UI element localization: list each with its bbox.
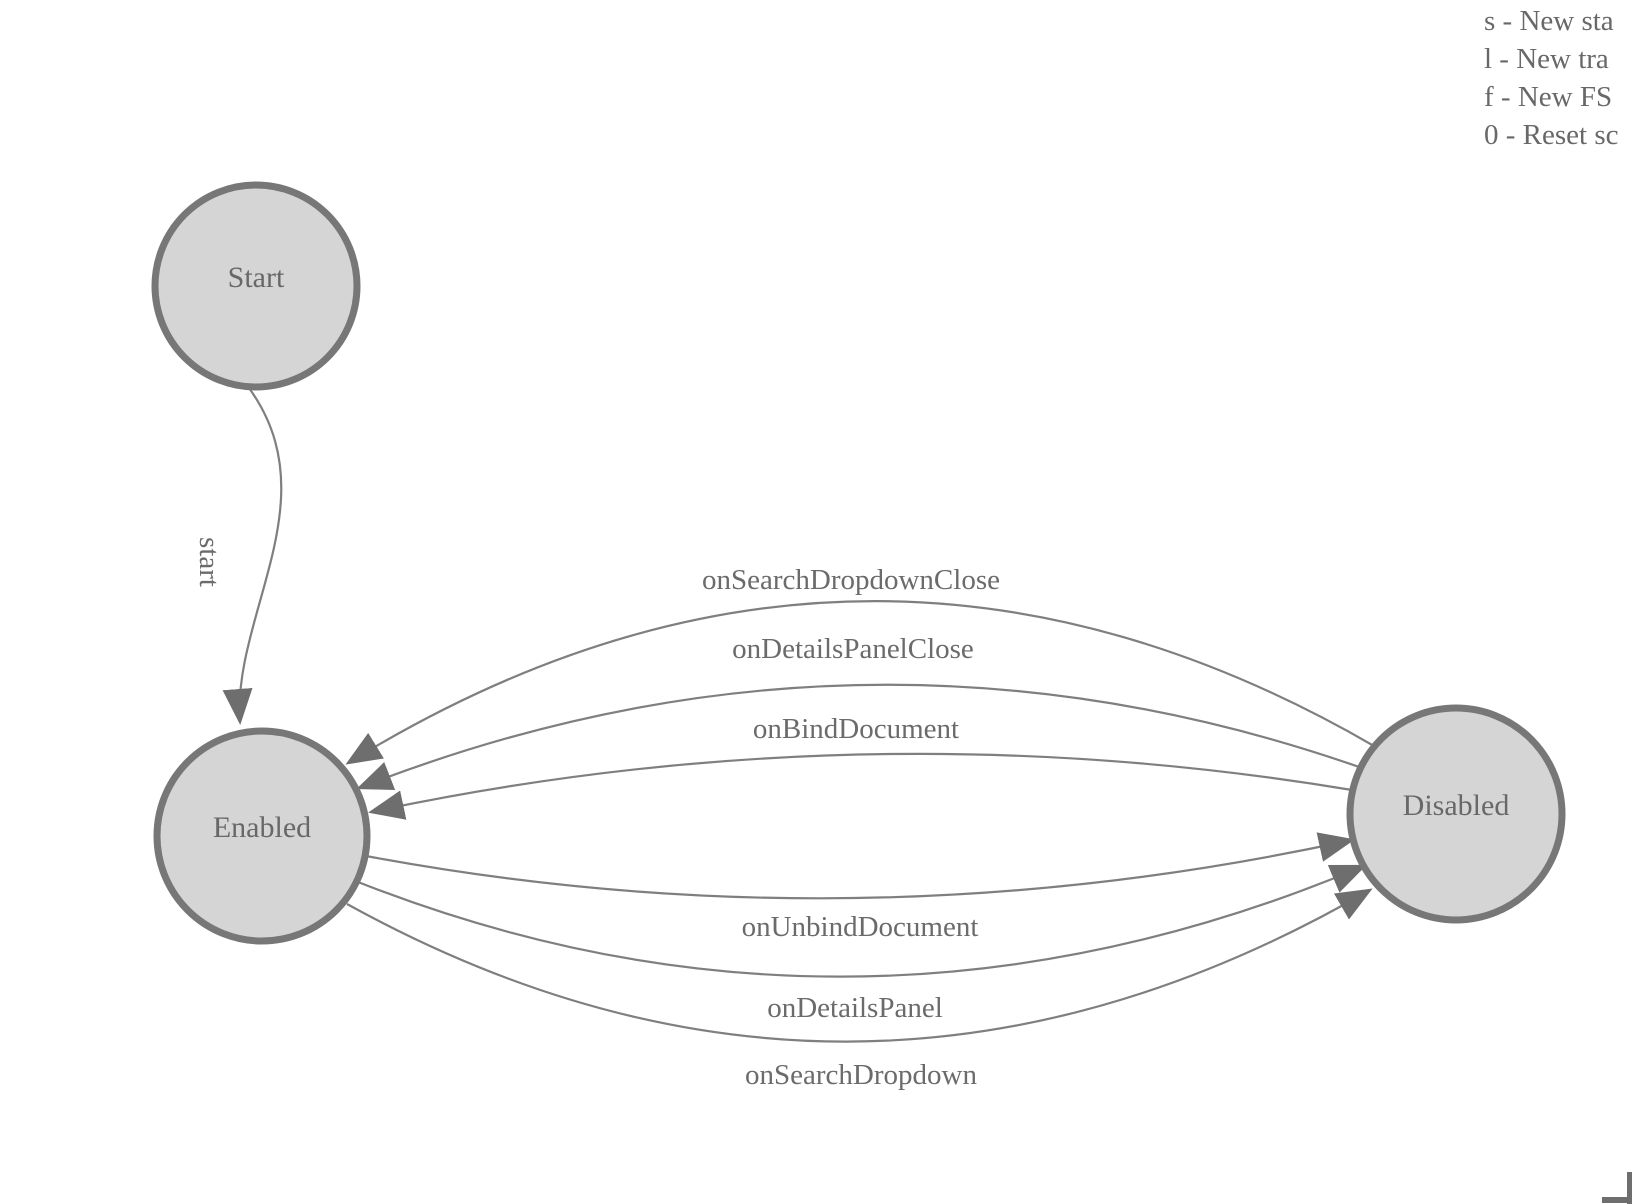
transition-edge-onUnbindDocument[interactable]: onUnbindDocument [365, 832, 1355, 943]
edge-label-onBindDocument[interactable]: onBindDocument [753, 713, 959, 745]
edge-label-start[interactable]: start [193, 537, 225, 587]
state-node-start[interactable]: Start [151, 181, 361, 391]
edge-path-onSearchDropdownClose[interactable] [345, 600, 1375, 765]
edge-path-onBindDocument[interactable] [368, 752, 1353, 820]
state-circle-disabled[interactable] [1346, 704, 1566, 924]
transition-edge-onBindDocument[interactable]: onBindDocument [368, 713, 1353, 820]
state-node-enabled[interactable]: Enabled [153, 727, 371, 945]
state-circle-enabled[interactable] [153, 727, 371, 945]
horizontal-scrollbar-thumb[interactable] [1602, 1197, 1632, 1203]
state-node-disabled[interactable]: Disabled [1346, 704, 1566, 924]
state-label-enabled: Enabled [213, 811, 311, 844]
vertical-scrollbar-thumb[interactable] [1627, 1172, 1632, 1204]
transition-edge-onDetailsPanel[interactable]: onDetailsPanel [357, 864, 1367, 1024]
edge-label-onDetailsPanelClose[interactable]: onDetailsPanelClose [732, 633, 974, 665]
edge-label-onSearchDropdownClose[interactable]: onSearchDropdownClose [702, 564, 1000, 596]
legend-line: l - New tra [1484, 43, 1609, 75]
legend-line: s - New sta [1484, 5, 1614, 37]
edge-label-onDetailsPanel[interactable]: onDetailsPanel [767, 992, 943, 1024]
transition-edge-onSearchDropdown[interactable]: onSearchDropdown [346, 888, 1373, 1091]
transition-edge-onSearchDropdownClose[interactable]: onSearchDropdownClose [345, 564, 1375, 765]
edge-path-onUnbindDocument[interactable] [365, 832, 1355, 900]
state-circle-start[interactable] [151, 181, 361, 391]
edge-label-onSearchDropdown[interactable]: onSearchDropdown [745, 1059, 977, 1091]
transition-edge-onDetailsPanelClose[interactable]: onDetailsPanelClose [356, 633, 1363, 790]
edge-path-onSearchDropdown[interactable] [346, 888, 1373, 1043]
transition-edge-start[interactable]: start [193, 387, 283, 725]
edge-path-start[interactable] [222, 387, 283, 725]
state-label-start: Start [228, 261, 285, 294]
edge-label-onUnbindDocument[interactable]: onUnbindDocument [742, 911, 979, 943]
legend-line: f - New FS [1484, 81, 1613, 113]
shortcut-legend: s - New sta l - New tra f - New FS 0 - R… [1484, 2, 1619, 154]
legend-line: 0 - Reset sc [1484, 119, 1619, 151]
edge-path-onDetailsPanel[interactable] [357, 864, 1367, 978]
state-label-disabled: Disabled [1403, 789, 1510, 822]
edge-path-onDetailsPanelClose[interactable] [356, 683, 1363, 790]
